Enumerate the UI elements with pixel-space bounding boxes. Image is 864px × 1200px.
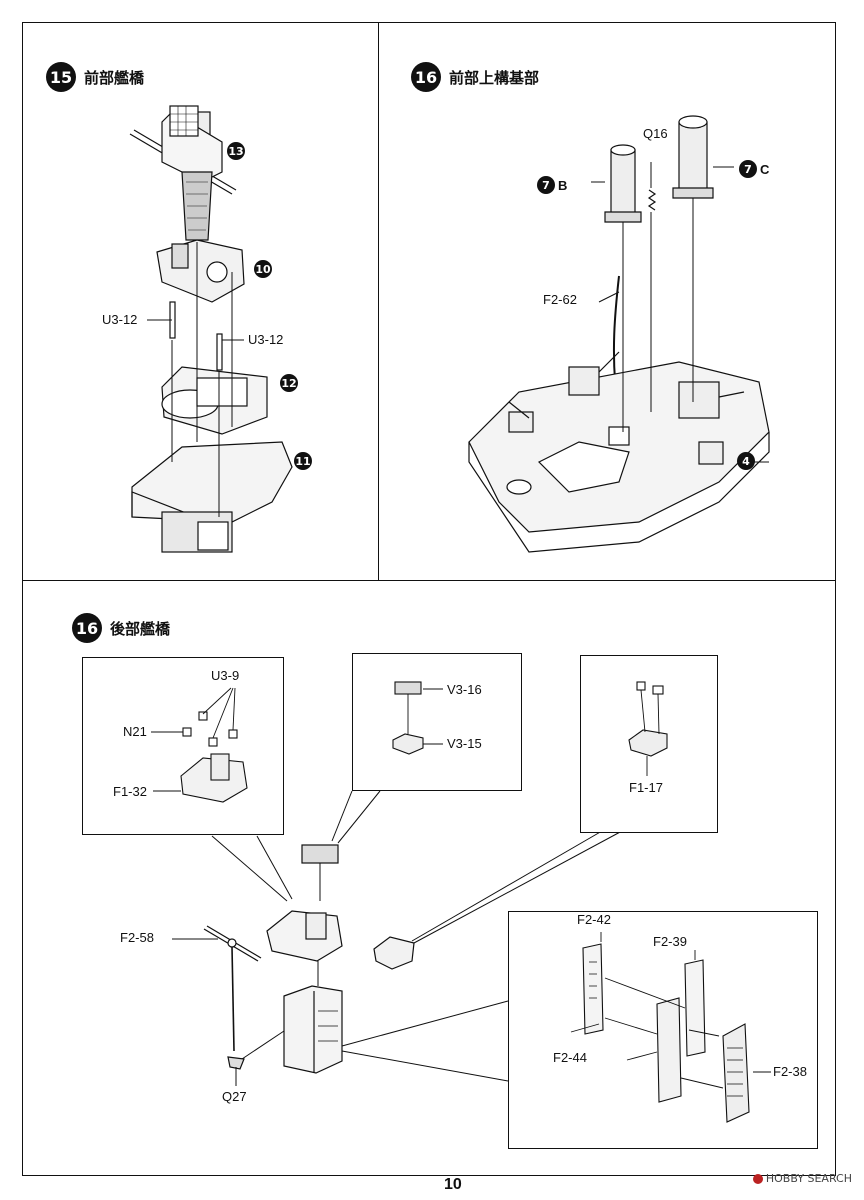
inset-v3-drawing <box>392 681 443 755</box>
part-label-f2-62: F2-62 <box>543 292 577 307</box>
part-label-q16: Q16 <box>643 126 668 141</box>
step-ref-13: 13 <box>227 142 245 160</box>
ref-step-7c: 7 C <box>739 160 769 178</box>
inset-v3-parts: V3-16 V3-15 <box>352 653 522 791</box>
part-label-q27: Q27 <box>222 1089 247 1104</box>
forward-superstructure-diagram <box>468 115 770 553</box>
part-label-f2-38: F2-38 <box>773 1064 807 1079</box>
step-ref-4: 4 <box>737 452 755 470</box>
part-label-u3-9: U3-9 <box>211 668 240 683</box>
ref-step-7b: 7 B <box>537 176 567 194</box>
step-16-forward-panel: 16 前部上構基部 <box>379 22 836 581</box>
step-15-header: 15 前部艦橋 <box>46 62 144 92</box>
part-label-v3-16: V3-16 <box>447 682 482 697</box>
step-ref-11: 11 <box>294 452 312 470</box>
part-label-f1-17: F1-17 <box>629 780 663 795</box>
watermark: HOBBY SEARCH <box>752 1172 852 1185</box>
step-title: 後部艦橋 <box>110 619 171 638</box>
page-number: 10 <box>444 1176 462 1193</box>
step-ref-12: 12 <box>280 374 298 392</box>
inset-bridge-top-drawing <box>151 687 248 803</box>
part-label-f2-58: F2-58 <box>120 930 154 945</box>
forward-bridge-diagram <box>129 105 293 553</box>
aft-bridge-diagram <box>172 790 623 1086</box>
step-title: 前部艦橋 <box>84 68 145 87</box>
part-label-f2-42: F2-42 <box>577 912 611 927</box>
part-label-f2-39: F2-39 <box>653 934 687 949</box>
part-label-f1-32: F1-32 <box>113 784 147 799</box>
step-number: 15 <box>46 62 76 92</box>
step-number: 16 <box>411 62 441 92</box>
step-number: 16 <box>72 613 102 643</box>
hobbysearch-logo-icon <box>752 1173 763 1184</box>
part-label-f2-44: F2-44 <box>553 1050 587 1065</box>
step-15-panel: 15 前部艦橋 <box>22 22 379 581</box>
step-16-aft-panel: 16 後部艦橋 <box>22 581 836 1176</box>
step-title: 前部上構基部 <box>449 68 540 87</box>
step-ref-10: 10 <box>254 260 272 278</box>
step-16-aft-header: 16 後部艦橋 <box>72 613 170 643</box>
inset-tower-walls: F2-42 F2-39 F2-44 F2-38 <box>508 911 818 1149</box>
step-16-header: 16 前部上構基部 <box>411 62 539 92</box>
part-label-v3-15: V3-15 <box>447 736 482 751</box>
inset-f1-17: F1-17 <box>580 655 718 833</box>
watermark-text: HOBBY SEARCH <box>765 1172 852 1185</box>
part-label-n21: N21 <box>123 724 147 739</box>
inset-bridge-top: U3-9 N21 F1-32 <box>82 657 284 835</box>
part-label-u3-12: U3-12 <box>248 332 284 347</box>
part-label-u3-12: U3-12 <box>102 312 138 327</box>
inset-f1-17-drawing <box>628 681 668 776</box>
page-frame <box>22 22 836 1176</box>
inset-tower-walls-drawing <box>570 932 771 1123</box>
